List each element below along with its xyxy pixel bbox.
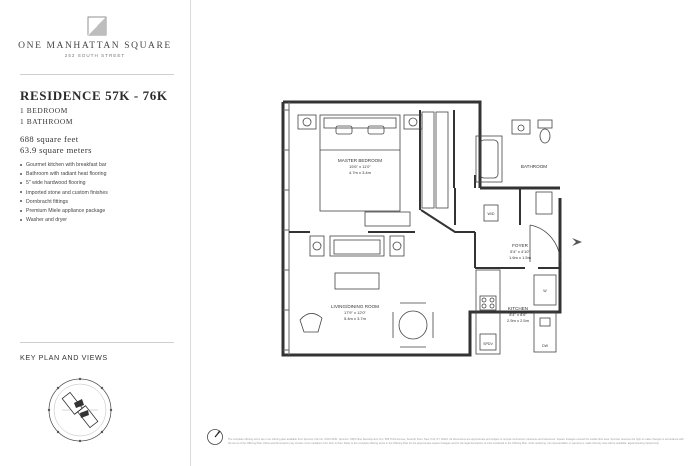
room-dim-living-dining: 17'9" x 12'0" xyxy=(344,310,367,315)
feature-item: 5" wide hardwood flooring xyxy=(20,179,108,188)
floor-plan: MASTER BEDROOM 15'6" x 11'0" 4.7m x 3.4m… xyxy=(281,100,582,357)
interior-walls xyxy=(289,110,560,269)
key-plan-title: KEY PLAN AND VIEWS xyxy=(20,353,108,362)
sidebar: ONE MANHATTAN SQUARE 252 SOUTH STREET RE… xyxy=(0,0,191,466)
north-arrow-icon xyxy=(207,429,223,445)
room-name-bathroom: BATHROOM xyxy=(521,164,547,169)
washer-dryer-label: W/D xyxy=(488,212,495,216)
bathroom-count: 1 BATHROOM xyxy=(20,117,74,126)
feature-list: Gourmet kitchen with breakfast bar Bathr… xyxy=(20,161,108,225)
armchair xyxy=(299,313,323,333)
room-name-foyer: FOYER xyxy=(512,243,529,248)
kitchen xyxy=(475,269,557,355)
dining-set xyxy=(392,302,434,348)
legal-disclaimer: The complete offering terms are in an of… xyxy=(228,438,684,445)
room-dim-master-bedroom: 15'6" x 11'0" xyxy=(349,164,371,169)
feature-item: Bathroom with radiant heat flooring xyxy=(20,170,108,179)
divider xyxy=(20,74,174,75)
feature-item: Imported stone and custom finishes xyxy=(20,189,108,198)
residence-title: RESIDENCE 57K - 76K xyxy=(20,88,168,103)
room-dim-kitchen: 8'4" x 8'6" xyxy=(509,312,527,317)
dresser xyxy=(364,211,411,227)
sofa xyxy=(309,235,405,257)
entry-door xyxy=(529,224,561,263)
spdv-label: SPDV xyxy=(483,342,493,346)
room-name-master-bedroom: MASTER BEDROOM xyxy=(338,158,382,163)
brand-name: ONE MANHATTAN SQUARE xyxy=(18,41,172,51)
room-dim-metric-foyer: 1.6m x 1.5m xyxy=(509,255,532,260)
area-square-feet: 688 square feet xyxy=(20,134,79,144)
bedroom-count: 1 BEDROOM xyxy=(20,106,68,115)
feature-item: Washer and dryer xyxy=(20,216,108,225)
closet xyxy=(421,111,449,209)
feature-item: Premium Miele appliance package xyxy=(20,207,108,216)
bathroom xyxy=(475,119,553,222)
room-name-kitchen: KITCHEN xyxy=(508,306,528,311)
room-name-living-dining: LIVING/DINING ROOM xyxy=(331,304,379,309)
divider xyxy=(20,342,174,343)
bed xyxy=(319,114,401,212)
nightstand xyxy=(297,114,423,130)
dishwasher-label: DW xyxy=(542,344,549,348)
entry-arrow-icon xyxy=(572,238,582,246)
feature-item: Gourmet kitchen with breakfast bar xyxy=(20,161,108,170)
wine-cooler-label: W xyxy=(543,289,547,293)
room-dim-metric-living-dining: 5.4m x 3.7m xyxy=(344,316,367,321)
room-dim-metric-master-bedroom: 4.7m x 3.4m xyxy=(349,170,372,175)
coffee-table xyxy=(334,272,380,290)
room-dim-metric-kitchen: 2.5m x 2.5m xyxy=(507,318,530,323)
window-walls xyxy=(283,102,290,355)
brand-logo-icon xyxy=(87,16,107,36)
room-dim-foyer: 5'4" x 4'10" xyxy=(510,249,530,254)
brand-address: 252 SOUTH STREET xyxy=(64,53,126,58)
area-square-meters: 63.9 square meters xyxy=(20,145,92,155)
feature-item: Dornbracht fittings xyxy=(20,198,108,207)
key-plan-diagram xyxy=(47,377,113,443)
